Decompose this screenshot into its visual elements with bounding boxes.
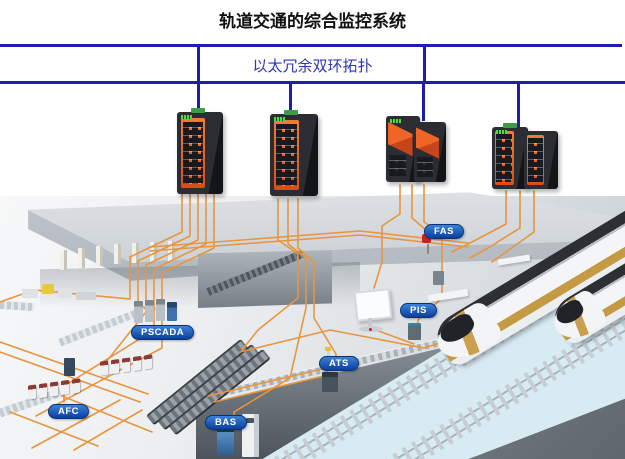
pis-display-screen	[353, 288, 393, 322]
kiosk	[64, 358, 75, 376]
equipment-box	[433, 271, 444, 285]
ring-bus-line-top	[0, 44, 622, 47]
signal-head	[325, 347, 331, 351]
concourse-opening	[198, 250, 332, 308]
industrial-switch-4a	[492, 123, 528, 189]
pscada-cabinet	[156, 299, 165, 321]
pis-display-stand	[368, 318, 372, 327]
pillar	[114, 244, 121, 264]
pillar	[60, 250, 67, 270]
pillar	[150, 242, 157, 262]
label-ats: ATS	[319, 356, 359, 371]
pillar	[132, 243, 139, 263]
industrial-switch-3b	[414, 122, 446, 182]
fare-gate	[50, 381, 58, 397]
page-title: 轨道交通的综合监控系统	[219, 12, 406, 31]
switch-terminal-block	[190, 108, 205, 113]
ac-display	[246, 418, 254, 423]
fare-gate	[111, 358, 119, 375]
switch-led-icon	[274, 117, 285, 121]
topology-label: 以太冗余双环拓扑	[252, 58, 373, 75]
label-bas: BAS	[205, 415, 247, 430]
fare-gate	[72, 378, 80, 394]
ticket-machine	[58, 288, 72, 298]
pscada-cabinet	[167, 302, 177, 321]
industrial-switch-1	[177, 108, 223, 194]
drop-link-switch-3	[422, 81, 425, 121]
pscada-cabinet	[145, 300, 154, 322]
label-afc: AFC	[48, 404, 90, 419]
ring-bus-line-bottom	[0, 81, 625, 84]
fare-gate	[133, 355, 141, 372]
industrial-switch-2	[270, 110, 318, 196]
pillar	[78, 248, 85, 268]
ats-cabinet	[322, 372, 338, 392]
indicator-dot	[369, 328, 372, 331]
fire-alarm-icon	[422, 234, 431, 243]
fare-gate	[39, 382, 47, 399]
drop-link-switch-4	[517, 81, 520, 133]
pscada-cabinet	[134, 301, 143, 323]
switch-led-icon	[496, 130, 507, 134]
switch-led-icon	[390, 119, 401, 123]
fire-alarm-pole	[427, 244, 429, 254]
pillar	[96, 246, 103, 266]
pillar	[168, 241, 175, 261]
fare-gate	[61, 379, 69, 396]
industrial-switch-4b	[524, 131, 558, 189]
fare-gate	[100, 360, 108, 376]
fare-gate	[122, 357, 130, 373]
ticket-machine	[42, 284, 54, 294]
switch-terminal-block	[502, 123, 517, 128]
ticket-machine	[22, 289, 38, 298]
ring-bus-connector-left	[197, 44, 200, 84]
drop-link-switch-2	[289, 81, 292, 125]
label-pis: PIS	[400, 303, 437, 318]
label-pscada: PSCADA	[131, 325, 195, 340]
bas-cabinet	[217, 427, 234, 455]
switch-terminal-block	[284, 110, 299, 115]
equipment-box	[408, 323, 421, 340]
ring-bus-connector-right	[423, 44, 426, 84]
fare-gate	[28, 384, 36, 400]
bench	[76, 292, 96, 300]
switch-led-icon	[181, 115, 192, 119]
fare-gate	[144, 354, 152, 370]
label-fas: FAS	[424, 224, 464, 239]
drop-link-switch-1	[197, 81, 200, 121]
